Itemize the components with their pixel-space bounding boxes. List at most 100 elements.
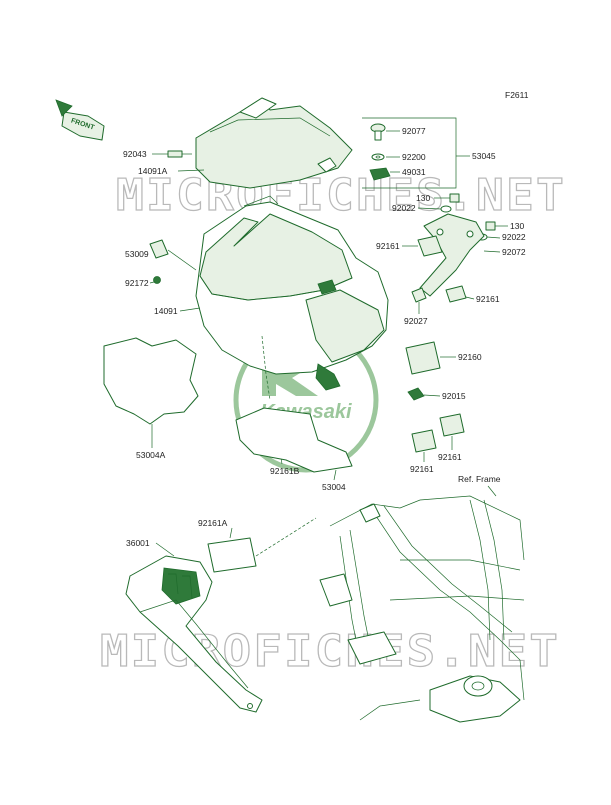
leader-14091: [179, 307, 201, 312]
label-53045: 53045: [472, 151, 496, 161]
fairing-clip: [317, 279, 337, 295]
side-cover-body: [125, 555, 263, 713]
leader-ref-frame: [487, 485, 497, 497]
label-92161-right: 92161: [476, 294, 500, 304]
front-arrow-head-icon: [55, 99, 73, 117]
fairing-top-edge: [243, 195, 279, 207]
leader-92022-upper: [417, 207, 442, 210]
part-36001-side-cover: [125, 555, 263, 713]
pad-92161-right: [445, 285, 467, 303]
label-92161-bl: 92161: [410, 464, 434, 474]
frame-pivot-hole: [471, 681, 485, 691]
side-cover-vent: [161, 567, 201, 605]
clip-53009: [149, 239, 169, 259]
label-130-upper: 130: [416, 193, 430, 203]
leader-14091A: [177, 169, 205, 172]
part-14091-fairing: [195, 195, 389, 401]
side-cover-screw-hole: [247, 703, 253, 709]
label-92161A: 92161A: [198, 518, 228, 528]
part-130-bolt-right: [485, 221, 496, 231]
frame-assembly: [319, 495, 525, 723]
label-92027: 92027: [404, 316, 428, 326]
part-92015-nut: [407, 387, 425, 401]
frame-top-rail: [329, 495, 525, 561]
part-92160-pad: [405, 341, 441, 375]
part-53004-sheet: [235, 407, 353, 473]
frame-mount-plate: [347, 631, 397, 665]
group-53045: 53045 92077 92200 49031: [362, 117, 496, 189]
part-92043-screw: [167, 150, 192, 158]
part-92022-washer-upper: [440, 205, 452, 213]
leader-92015: [423, 394, 441, 397]
part-92161-pad-br: [439, 413, 465, 437]
label-36001: 36001: [126, 538, 150, 548]
figure-code: F2611: [505, 90, 529, 100]
label-14091: 14091: [154, 306, 178, 316]
bolt-130-upper: [449, 193, 460, 203]
pad-92161-br: [439, 413, 465, 437]
pad-92161-upper: [417, 235, 443, 257]
part-92172-screw: [153, 276, 161, 284]
label-92015: 92015: [442, 391, 466, 401]
label-92072: 92072: [502, 247, 526, 257]
bolt-92077-shank: [374, 130, 382, 141]
bolt-130-right: [485, 221, 496, 231]
frame-diagonal-a: [371, 509, 501, 641]
watermark-top: MICROFICHES.NET: [115, 169, 566, 221]
part-92027-washer: [411, 287, 427, 303]
part-92161-pad-right: [445, 285, 467, 303]
sheet-53004: [235, 407, 353, 473]
label-ref-frame: Ref. Frame: [458, 474, 501, 484]
sheet-53004A: [103, 337, 199, 425]
frame-bracket-left: [319, 573, 353, 607]
frame-diagonal-b: [383, 505, 513, 633]
leader-36001: [155, 542, 175, 557]
frame-rear-tube-b: [483, 499, 505, 641]
part-92200-washer: [371, 153, 385, 161]
fairing-dashed-guide: [261, 335, 271, 401]
frame-crossbar-b: [389, 595, 525, 601]
part-92161-pad-bl: [411, 429, 437, 453]
label-53004A: 53004A: [136, 450, 166, 460]
side-cover-vent-slats: [168, 573, 193, 599]
label-53009: 53009: [125, 249, 149, 259]
label-49031: 49031: [402, 167, 426, 177]
bracket-53045: [362, 117, 457, 189]
part-92161-pad-upper: [417, 235, 443, 257]
frame-rear-tube-a: [469, 499, 491, 641]
front-arrow-icon: [61, 111, 105, 141]
part-53009-clip: [149, 239, 169, 259]
label-92161-upper: 92161: [376, 241, 400, 251]
part-53004A-sheet: [103, 337, 199, 425]
frame-tab-top: [359, 503, 381, 523]
leader-92022-right: [486, 236, 501, 239]
frame-lower-rail: [359, 699, 421, 721]
label-14091A: 14091A: [138, 166, 168, 176]
front-arrow-badge: FRONT: [55, 99, 105, 141]
upper-cover-tab: [239, 97, 277, 119]
stay-92072-hole-b: [466, 230, 474, 238]
leader-92172: [149, 281, 155, 284]
label-130-right: 130: [510, 221, 524, 231]
leader-92161A: [229, 527, 233, 539]
pad-92161-bl: [411, 429, 437, 453]
label-92160: 92160: [458, 352, 482, 362]
label-92077: 92077: [402, 126, 426, 136]
pad-92160: [405, 341, 441, 375]
part-14091A-upper-cover: [195, 97, 353, 189]
grommet-49031: [369, 167, 391, 181]
washer-92200-hole: [375, 155, 381, 159]
frame-crossbar-a: [400, 559, 521, 571]
label-92200: 92200: [402, 152, 426, 162]
label-92161B: 92161B: [270, 466, 300, 476]
label-92022-right: 92022: [502, 232, 526, 242]
label-92161-br: 92161: [438, 452, 462, 462]
watermark-text-top: MICROFICHES.NET: [116, 170, 566, 221]
screw-92172: [153, 276, 161, 284]
washer-92200: [371, 153, 385, 161]
label-53004: 53004: [322, 482, 346, 492]
leader-92161-right: [465, 296, 475, 300]
guide-92161A-to-frame: [255, 517, 317, 557]
